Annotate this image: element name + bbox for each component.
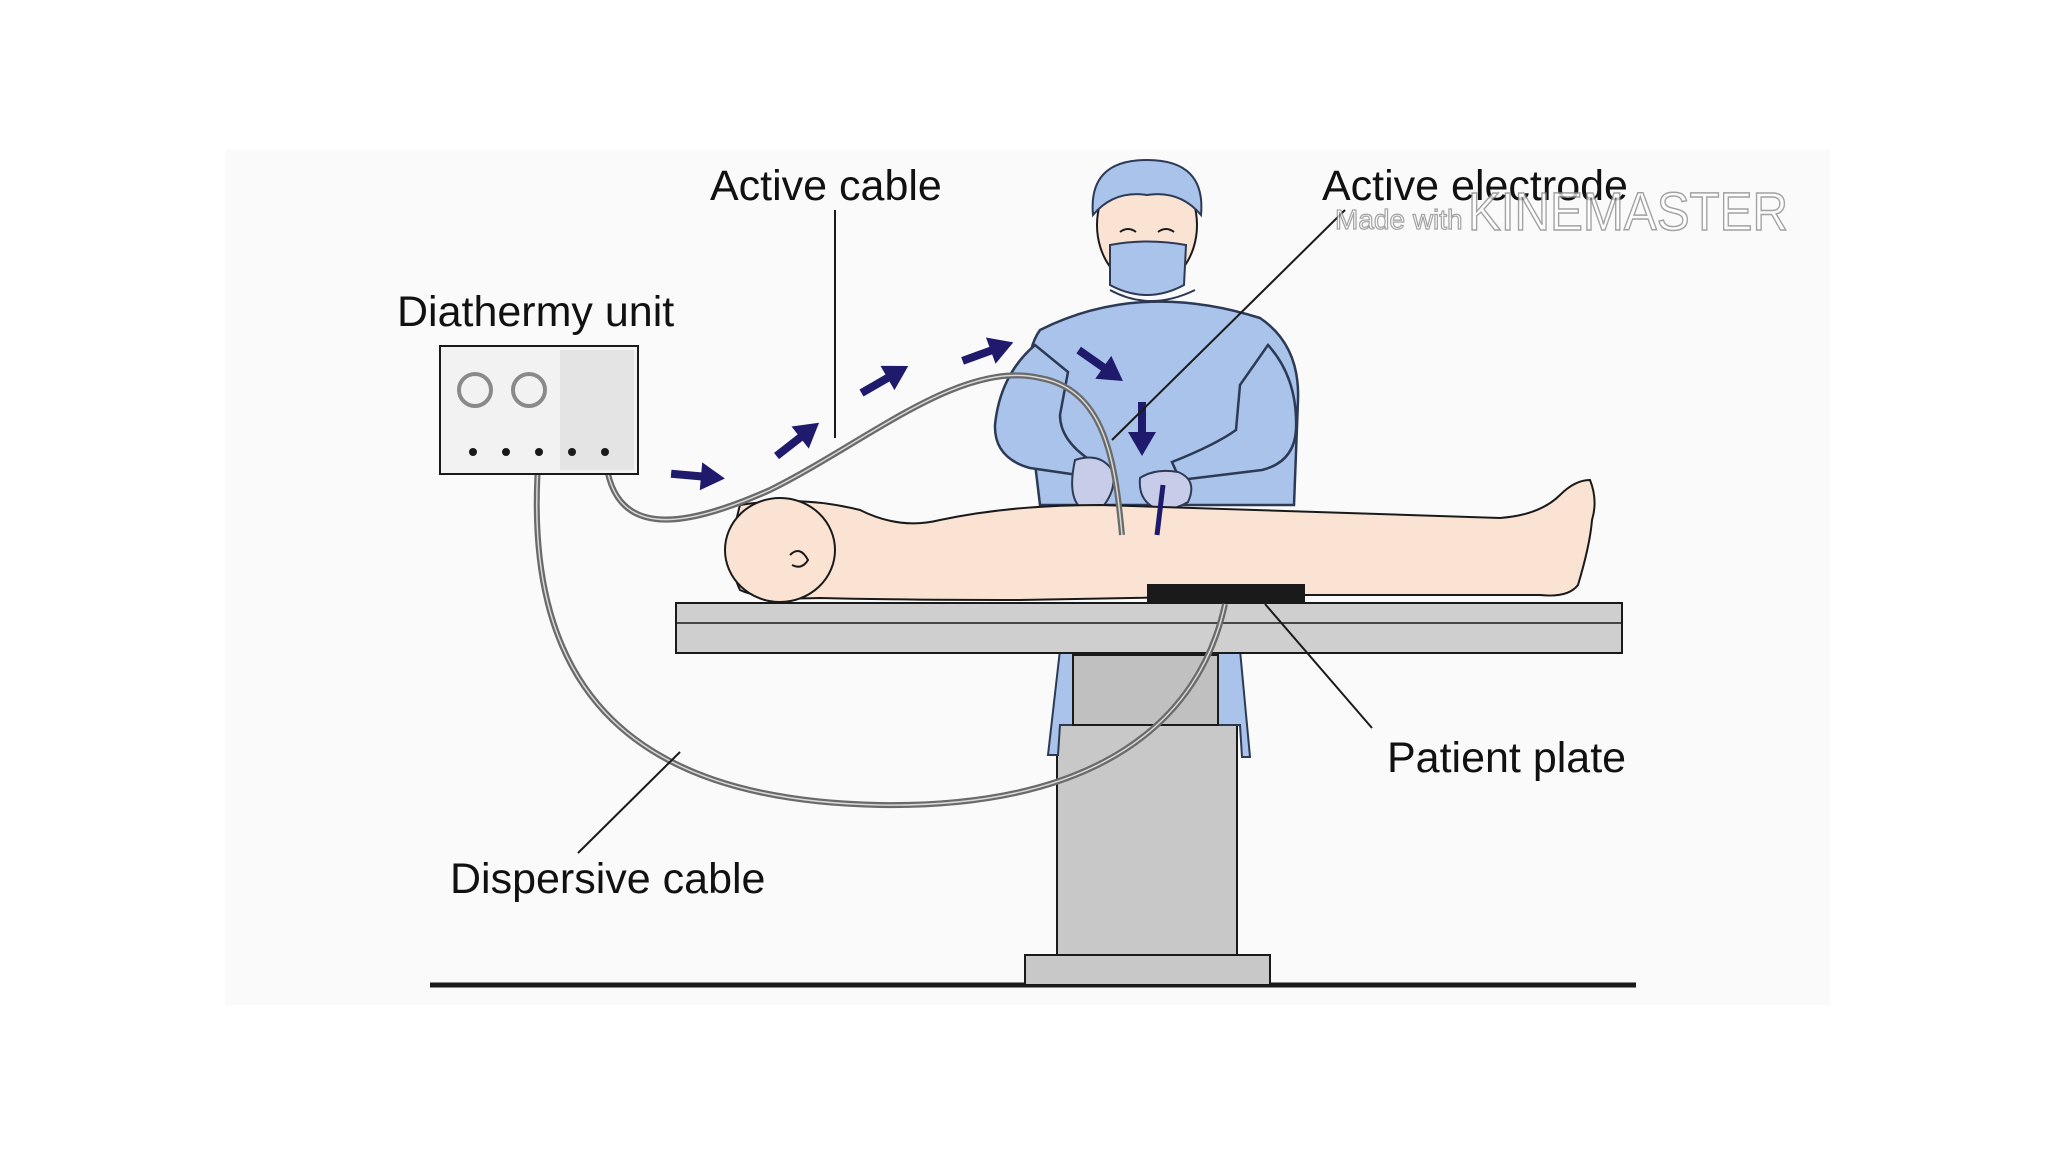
patient-body — [731, 478, 1596, 602]
socket-icon — [601, 448, 609, 456]
active-electrode-leader — [1111, 209, 1346, 441]
diathermy-unit-label: Diathermy unit — [397, 288, 674, 336]
surgeon-cap — [1091, 158, 1203, 218]
patient-plate — [1147, 584, 1305, 604]
dispersive-cable-label: Dispersive cable — [450, 855, 765, 903]
table-base — [1024, 954, 1271, 986]
dispersive-cable-leader — [577, 751, 681, 854]
dial-icon — [511, 372, 547, 408]
surgeon-eye-right — [1157, 228, 1175, 233]
diathermy-unit — [439, 345, 639, 475]
dial-icon — [457, 372, 493, 408]
surgeon-right-glove — [1138, 469, 1193, 511]
active-cable-core — [604, 374, 1123, 536]
socket-icon — [535, 448, 543, 456]
surgeon-right-arm — [1170, 343, 1298, 482]
table-column-upper — [1072, 654, 1219, 726]
kinemaster-watermark: Made with KINEMASTER — [1334, 181, 1788, 243]
patient — [724, 478, 1596, 603]
patient-ear — [789, 550, 810, 568]
patient-plate-leader — [1264, 603, 1373, 729]
operating-table — [1024, 722, 1271, 986]
table-column-lower — [1056, 722, 1238, 956]
socket-icon — [502, 448, 510, 456]
socket-icon — [568, 448, 576, 456]
surgeon-eye-left — [1119, 228, 1137, 233]
patient-head — [724, 497, 836, 603]
socket-icon — [469, 448, 477, 456]
surgeon — [993, 158, 1300, 513]
table-top — [675, 602, 1623, 654]
dispersive-cable-core — [535, 451, 1226, 806]
patient-plate-label: Patient plate — [1387, 734, 1626, 782]
active-electrode — [1154, 484, 1166, 536]
watermark-prefix: Made with — [1335, 204, 1463, 235]
active-electrode-label: Active electrode — [1322, 162, 1628, 210]
watermark-brand: KINEMASTER — [1468, 182, 1788, 242]
active-cable-label: Active cable — [710, 162, 942, 210]
surgeon-collar — [1109, 289, 1196, 302]
surgeon-mask — [1109, 240, 1188, 296]
